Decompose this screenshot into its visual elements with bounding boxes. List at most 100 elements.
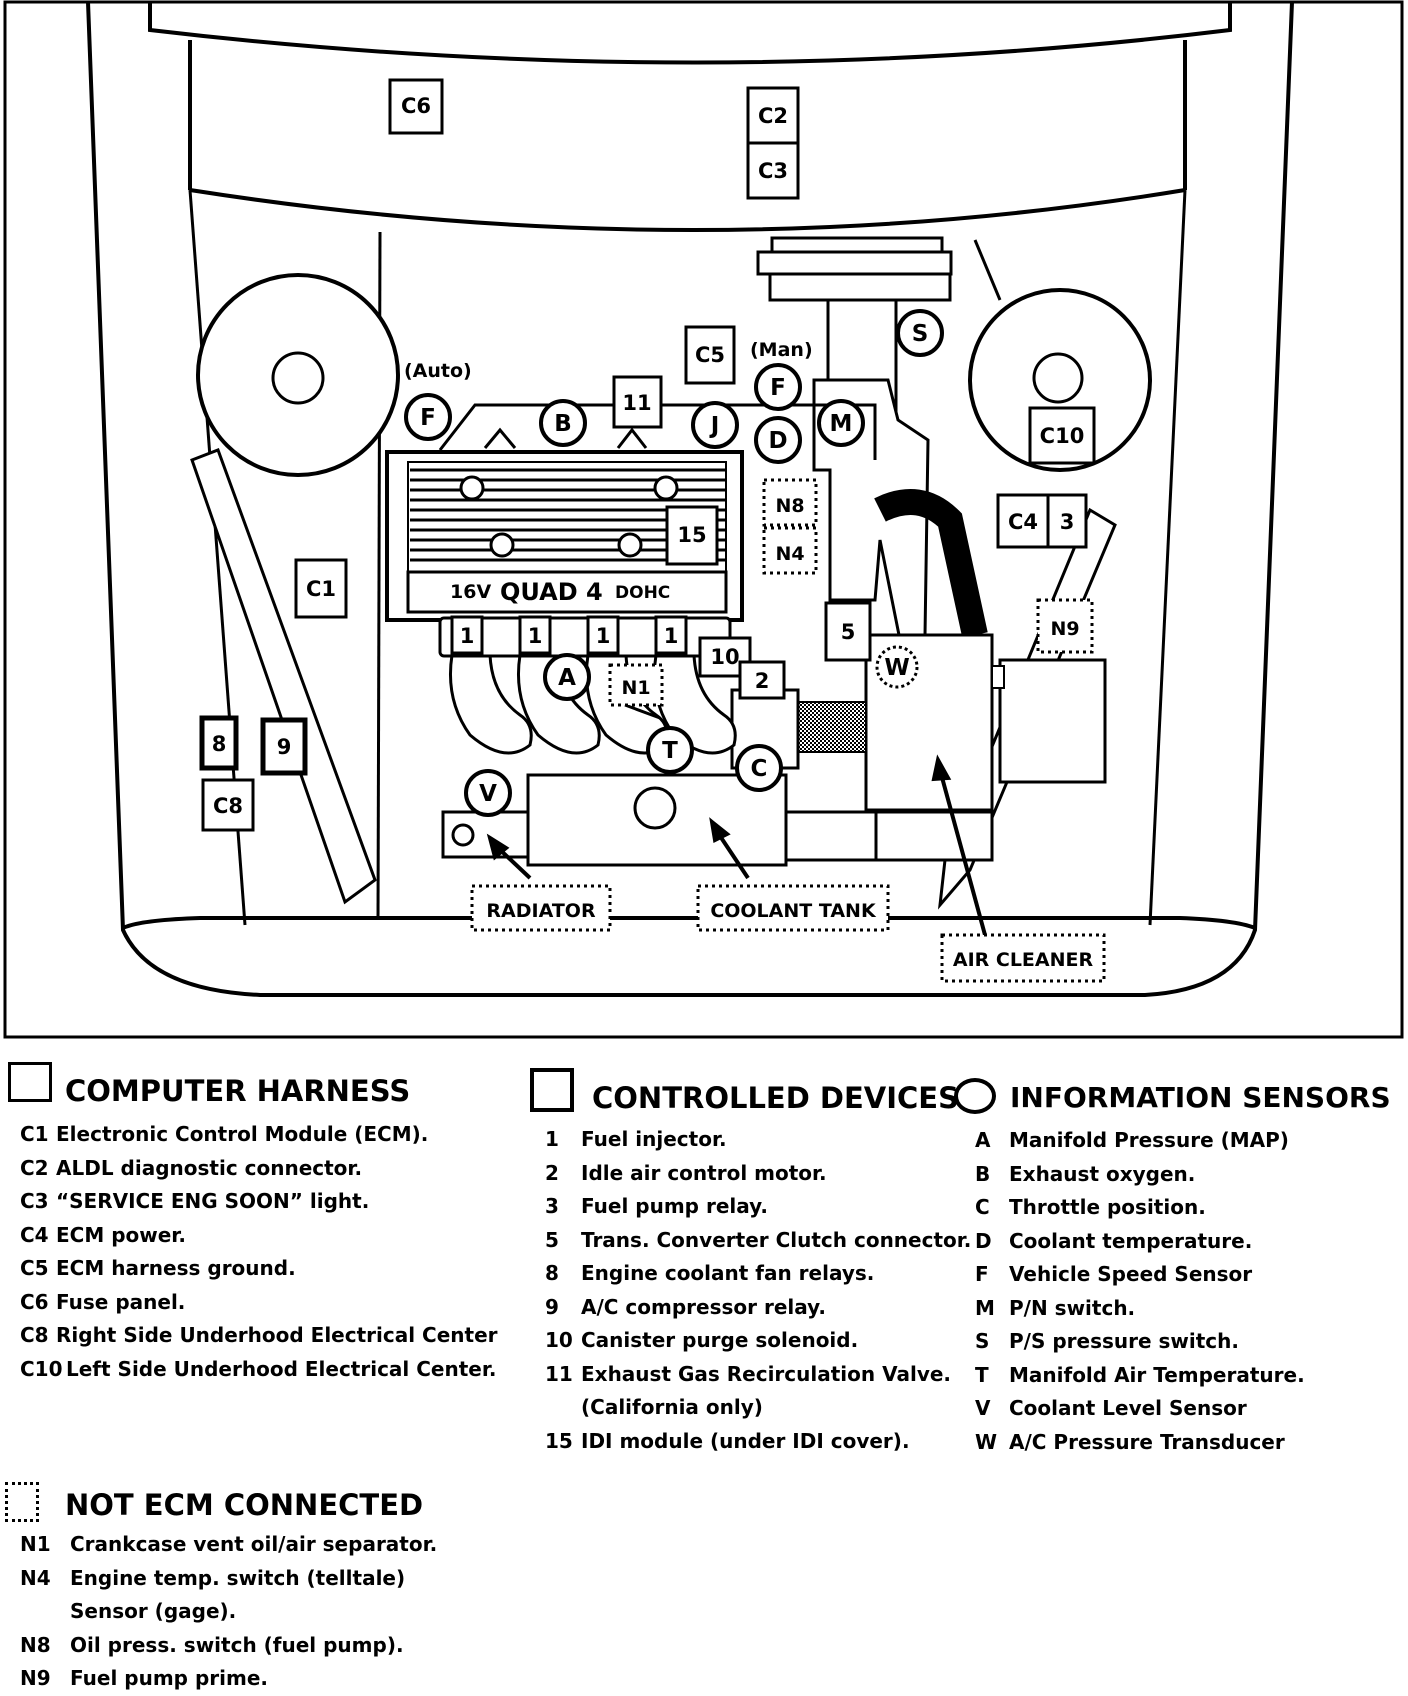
legend-code: N1 xyxy=(20,1532,51,1556)
engine-block-outline xyxy=(438,403,877,460)
computer-harness-title: COMPUTER HARNESS xyxy=(65,1074,411,1108)
legend-desc: “SERVICE ENG SOON” light. xyxy=(56,1189,370,1213)
controlled-devices-symbol xyxy=(530,1068,574,1112)
legend-code: S xyxy=(975,1329,990,1353)
legend-desc: A/C Pressure Transducer xyxy=(1009,1429,1285,1454)
legend-code: 8 xyxy=(545,1261,559,1285)
legend-desc: Crankcase vent oil/air separator. xyxy=(70,1532,438,1556)
legend-item: C4 ECM power. xyxy=(20,1219,490,1253)
box-C1 xyxy=(294,558,348,619)
legend-item: N1 Crankcase vent oil/air separator. xyxy=(20,1528,500,1562)
circle-W xyxy=(875,645,919,689)
circle-C xyxy=(735,744,783,792)
label-injector-1: 1 xyxy=(460,624,475,648)
label-man: (Man) xyxy=(750,339,813,361)
label-C5: C5 xyxy=(695,343,725,367)
legend-desc: Electronic Control Module (ECM). xyxy=(56,1122,429,1146)
cowl-panel xyxy=(148,2,1232,65)
legend-desc: A/C compressor relay. xyxy=(581,1294,826,1319)
legend-code: C10 xyxy=(20,1356,63,1381)
label-C10: C10 xyxy=(1040,424,1085,448)
legend-code: F xyxy=(975,1262,989,1286)
legend-item: C1 Electronic Control Module (ECM). xyxy=(20,1118,490,1152)
air-cleaner-tab xyxy=(991,665,1005,689)
label-air-cleaner: AIR CLEANER xyxy=(953,949,1094,971)
legend-code: C1 xyxy=(20,1122,49,1146)
master-cylinder xyxy=(756,250,953,276)
air-cleaner-housing xyxy=(864,633,994,812)
legend-code: V xyxy=(975,1396,991,1420)
legend-code: 9 xyxy=(545,1294,559,1319)
legend-code: N8 xyxy=(20,1632,51,1657)
legend-item: C3“SERVICE ENG SOON” light. xyxy=(20,1185,490,1219)
connector-boxes-heavy xyxy=(199,715,308,776)
not-ecm-title: NOT ECM CONNECTED xyxy=(65,1488,424,1522)
label-A: A xyxy=(558,665,576,691)
legend-code: 15 xyxy=(545,1428,573,1453)
legend-code: D xyxy=(975,1228,992,1253)
information-sensors-symbol xyxy=(954,1078,996,1114)
diagram-frame xyxy=(3,0,1404,1039)
label-8: 8 xyxy=(212,732,227,756)
right-fender-line xyxy=(1148,189,1187,926)
air-intake-hose xyxy=(874,489,988,638)
injector-boxes xyxy=(450,615,688,655)
controlled-devices-title: CONTROLLED DEVICES xyxy=(592,1081,960,1115)
legend-code: C6 xyxy=(20,1289,49,1314)
dotted-coolant xyxy=(696,884,890,932)
n1-indicator xyxy=(624,703,661,720)
legend-item: (California only) xyxy=(545,1391,965,1425)
front-support-2 xyxy=(874,810,994,862)
box-2 xyxy=(738,660,786,700)
circle-V xyxy=(464,769,512,817)
label-N9: N9 xyxy=(1050,618,1079,640)
legend-code: 11 xyxy=(545,1361,573,1386)
valve-cover-notch-2 xyxy=(616,427,648,449)
legend-code: B xyxy=(975,1161,991,1186)
box-C3 xyxy=(746,141,800,200)
legend-desc: ECM harness ground. xyxy=(56,1256,296,1280)
label-injector-2: 1 xyxy=(528,624,543,648)
label-11: 11 xyxy=(622,391,651,415)
legend-code: 2 xyxy=(545,1160,559,1185)
label-F-man: F xyxy=(770,375,786,401)
legend-code: 10 xyxy=(545,1328,573,1352)
label-15: 15 xyxy=(677,523,706,547)
label-J: J xyxy=(709,413,720,439)
cam-cover-bolts xyxy=(459,475,679,558)
legend-code: C4 xyxy=(20,1222,49,1247)
connector-boxes xyxy=(201,78,1096,832)
legend-desc: P/S pressure switch. xyxy=(1009,1329,1239,1353)
legend-desc: Exhaust oxygen. xyxy=(1009,1161,1196,1186)
legend-desc: Idle air control motor. xyxy=(581,1160,827,1185)
engine-label-main: QUAD 4 xyxy=(500,578,603,606)
label-C2: C2 xyxy=(758,104,788,128)
legend-item: 2 Idle air control motor. xyxy=(545,1157,965,1191)
legend-desc: ECM power. xyxy=(56,1222,186,1247)
dotted-N8 xyxy=(762,478,818,527)
legend-desc: P/N switch. xyxy=(1009,1295,1136,1320)
legend-desc: Coolant Level Sensor xyxy=(1009,1396,1247,1420)
label-D: D xyxy=(768,428,787,454)
box-C5 xyxy=(684,325,736,385)
legend-desc: Fuse panel. xyxy=(56,1289,186,1314)
legend-desc: Throttle position. xyxy=(1009,1195,1206,1219)
circle-S xyxy=(896,309,944,357)
box-C10 xyxy=(1028,406,1096,465)
label-M: M xyxy=(830,411,853,437)
legend-item: V Coolant Level Sensor xyxy=(975,1392,1395,1426)
dotted-N9 xyxy=(1036,598,1094,654)
intake-runners xyxy=(448,653,737,755)
not-ecm-symbol xyxy=(5,1482,39,1522)
circle-M xyxy=(817,399,865,447)
dotted-air-cleaner xyxy=(940,933,1106,983)
front-bumper-line xyxy=(122,916,1256,930)
label-arrows xyxy=(486,754,987,936)
legend-item: S P/S pressure switch. xyxy=(975,1325,1395,1359)
